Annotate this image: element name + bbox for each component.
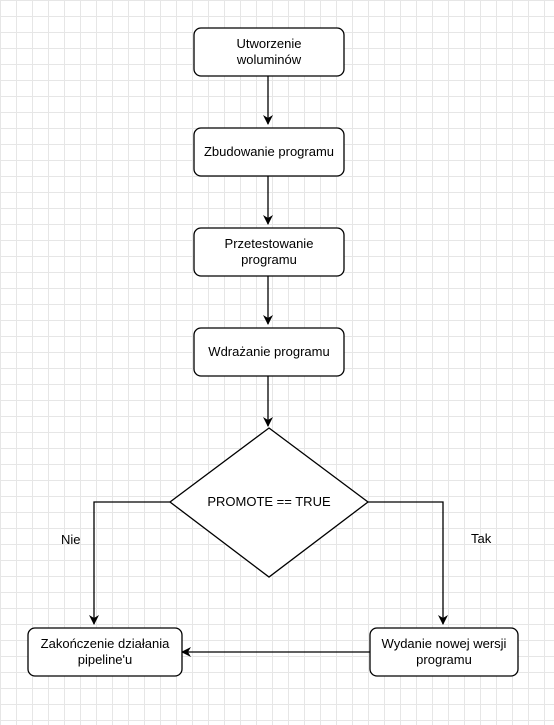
node-build-label: Zbudowanie programu xyxy=(203,144,335,159)
node-deploy-label: Wdrażanie programu xyxy=(208,344,330,359)
node-release-label: Wydanie nowej wersji programu xyxy=(381,636,507,667)
edge-label-no: Nie xyxy=(61,532,81,547)
node-test-label: Przetestowanie programu xyxy=(224,236,314,267)
node-end-pipeline-label: Zakończenie działania pipeline'u xyxy=(40,636,170,667)
node-create-volumes-box[interactable] xyxy=(193,27,345,77)
node-create-volumes-label: Utworzenie woluminów xyxy=(236,36,302,67)
node-decision-diamond[interactable] xyxy=(168,427,370,578)
node-end-pipeline-box[interactable] xyxy=(27,627,183,677)
node-release-box[interactable] xyxy=(369,627,519,677)
edge-label-yes: Tak xyxy=(471,531,492,546)
node-decision-label: PROMOTE == TRUE xyxy=(207,494,331,509)
node-deploy-box[interactable] xyxy=(193,327,345,377)
edge-decision-no xyxy=(89,501,170,625)
node-build-box[interactable] xyxy=(193,127,345,177)
edge-decision-yes xyxy=(368,501,448,625)
node-test-box[interactable] xyxy=(193,227,345,277)
